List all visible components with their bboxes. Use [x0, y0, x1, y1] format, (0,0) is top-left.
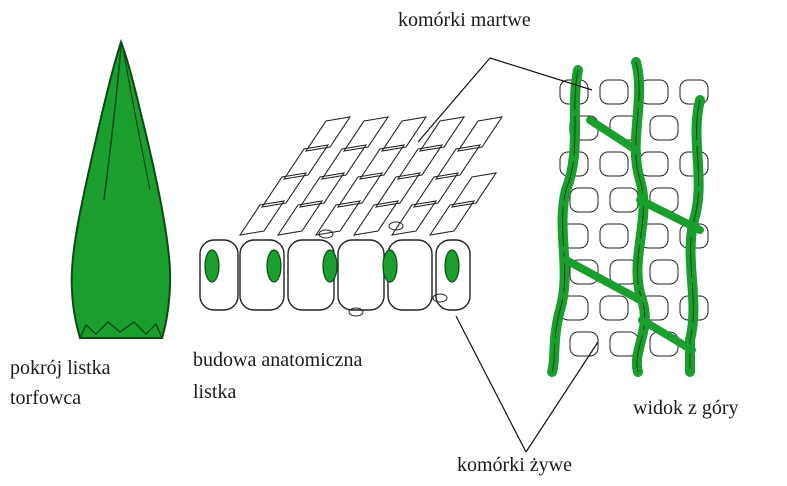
- living-cells-leader-right: [526, 342, 598, 452]
- dead-cell-top: [600, 152, 628, 176]
- leaf-shape-illustration: [72, 42, 170, 338]
- dead-cell-top: [610, 188, 638, 212]
- cell-pore: [433, 294, 447, 302]
- living-cell: [267, 250, 281, 282]
- dead-cells-label: komórki martwe: [398, 8, 531, 32]
- dead-cell-top: [650, 260, 678, 284]
- living-cell-strand: [552, 70, 578, 372]
- dead-cell-top: [600, 224, 628, 248]
- top-view-illustration: [552, 62, 708, 372]
- dead-cell-cross-section: [338, 240, 384, 310]
- living-cell: [205, 250, 219, 282]
- dead-cell-top: [640, 152, 668, 176]
- leaf-blade: [72, 42, 170, 338]
- dead-cell-top: [600, 80, 628, 104]
- dead-cell-top: [650, 116, 678, 140]
- living-cell: [323, 250, 337, 282]
- dead-cells-leader-left: [418, 58, 490, 142]
- dead-cell-top: [570, 188, 598, 212]
- cell-pore: [349, 308, 363, 316]
- leaf-shape-label-line1: pokrój listka: [10, 356, 111, 380]
- anatomy-label-line2: listka: [193, 380, 236, 404]
- leaf-anatomy-illustration: [200, 117, 502, 316]
- living-cells-label: komórki żywe: [457, 453, 572, 477]
- living-cells-leader-left: [456, 316, 526, 452]
- anatomy-label-line1: budowa anatomiczna: [193, 348, 362, 372]
- living-cell: [383, 250, 397, 282]
- dead-cell-top: [570, 332, 598, 356]
- dead-cell-top: [640, 80, 668, 104]
- dead-cell-top: [600, 296, 628, 320]
- top-view-label: widok z góry: [633, 396, 739, 420]
- leaf-shape-label-line2: torfowca: [10, 386, 81, 410]
- living-cell: [445, 250, 459, 282]
